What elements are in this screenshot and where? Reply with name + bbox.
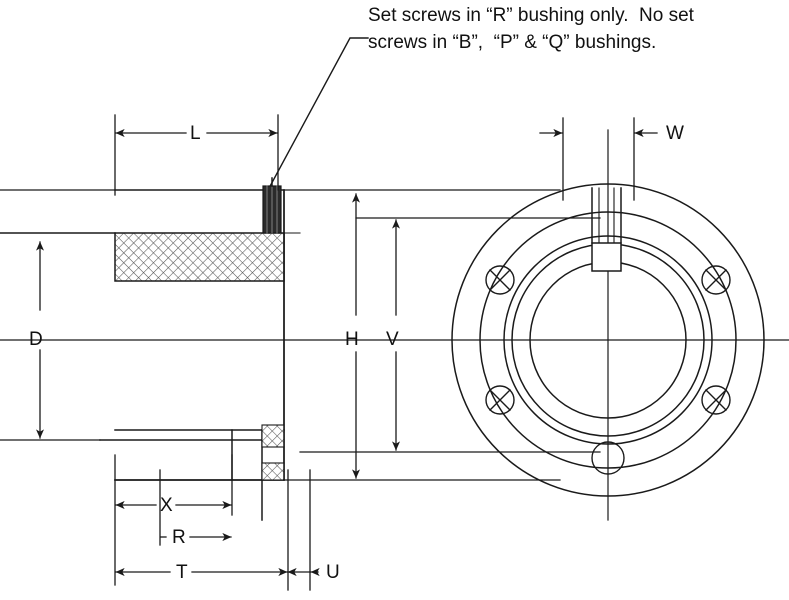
dimension-W <box>539 117 658 201</box>
note-line-2: screws in “B”, “P” & “Q” bushings. <box>368 32 657 53</box>
note-line-1: Set screws in “R” bushing only. No set <box>368 5 694 26</box>
dimension-label-X: X <box>160 495 173 516</box>
dimension-label-R: R <box>172 527 186 548</box>
dimension-L <box>114 114 279 196</box>
flange-outer-circle <box>451 183 765 497</box>
set-screw <box>262 177 282 234</box>
dimension-U <box>287 469 320 591</box>
centerlines <box>0 129 789 521</box>
dimension-label-H: H <box>345 329 359 350</box>
bolt-hole-upper-right <box>701 265 731 295</box>
bolt-hole-bottom <box>591 441 625 475</box>
bolt-hole-upper-left <box>485 265 515 295</box>
bolt-hole-lower-right <box>701 385 731 415</box>
dimension-X <box>114 454 233 586</box>
flange-inner-rim <box>503 235 713 445</box>
dimension-label-L: L <box>190 123 201 144</box>
bolt-holes <box>485 265 731 475</box>
hub-section-view <box>0 189 301 521</box>
projection-lines <box>283 189 601 481</box>
bolt-hole-lower-left <box>485 385 515 415</box>
dimension-label-U: U <box>326 562 340 583</box>
flange-bolt-circle <box>479 211 737 469</box>
dimension-label-D: D <box>29 329 43 350</box>
keyway <box>591 187 622 272</box>
dimension-label-V: V <box>386 329 399 350</box>
dimension-label-T: T <box>176 562 188 583</box>
dimension-R <box>159 469 232 546</box>
dimension-label-W: W <box>666 123 684 144</box>
note-leader-line <box>267 37 369 191</box>
